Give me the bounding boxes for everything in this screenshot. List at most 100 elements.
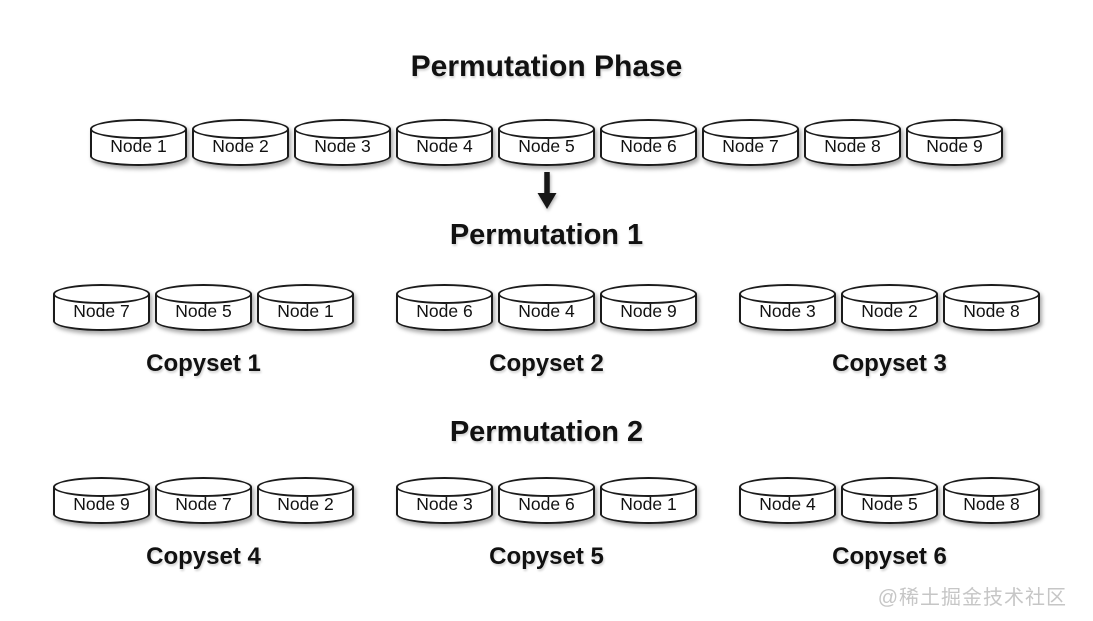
cylinder-top: [294, 119, 391, 139]
cylinder-top: [396, 284, 493, 304]
node-cylinder: Node 1: [90, 119, 187, 166]
copyset-4: Node 9 Node 7 Node 2 Copyset 4: [53, 477, 354, 571]
copyset-1: Node 7 Node 5 Node 1 Copyset 1: [53, 284, 354, 378]
cylinder-top: [192, 119, 289, 139]
node-cylinder: Node 2: [192, 119, 289, 166]
node-label: Node 2: [212, 136, 269, 156]
cylinder-top: [53, 284, 150, 304]
node-cylinder: Node 9: [600, 284, 697, 331]
cylinder-top: [396, 477, 493, 497]
copyset-3-nodes: Node 3 Node 2 Node 8: [739, 284, 1040, 331]
down-arrow-icon: [537, 172, 556, 209]
cylinder-top: [90, 119, 187, 139]
node-label: Node 9: [73, 494, 130, 514]
node-label: Node 4: [759, 494, 816, 514]
node-label: Node 6: [620, 136, 677, 156]
permutation-phase-title: Permutation Phase: [410, 50, 683, 83]
watermark: @稀土掘金技术社区: [877, 587, 1067, 609]
node-cylinder: Node 7: [702, 119, 799, 166]
node-label: Node 7: [73, 301, 130, 321]
node-cylinder: Node 8: [943, 477, 1040, 524]
cylinder-top: [53, 477, 150, 497]
node-cylinder: Node 2: [841, 284, 938, 331]
node-label: Node 8: [963, 494, 1020, 514]
cylinder-top: [943, 477, 1040, 497]
cylinder-top: [498, 284, 595, 304]
node-label: Node 2: [861, 301, 918, 321]
copyset-5: Node 3 Node 6 Node 1 Copyset 5: [396, 477, 697, 571]
permutation-1-title: Permutation 1: [449, 219, 644, 251]
copyset-6: Node 4 Node 5 Node 8 Copyset 6: [739, 477, 1040, 571]
node-cylinder: Node 1: [257, 284, 354, 331]
permutation-phase-node-row: Node 1 Node 2 Node 3 Node 4 Node 5 Node …: [0, 119, 1093, 166]
node-cylinder: Node 5: [155, 284, 252, 331]
node-cylinder: Node 5: [841, 477, 938, 524]
copyset-2-nodes: Node 6 Node 4 Node 9: [396, 284, 697, 331]
node-cylinder: Node 4: [396, 119, 493, 166]
copyset-4-nodes: Node 9 Node 7 Node 2: [53, 477, 354, 524]
permutation-2-copysets: Node 9 Node 7 Node 2 Copyset 4: [0, 477, 1093, 571]
cylinder-top: [498, 119, 595, 139]
node-cylinder: Node 4: [739, 477, 836, 524]
node-label: Node 1: [277, 301, 334, 321]
node-label: Node 5: [861, 494, 918, 514]
cylinder-top: [600, 477, 697, 497]
node-cylinder: Node 5: [498, 119, 595, 166]
node-cylinder: Node 9: [906, 119, 1003, 166]
copyset-3-label: Copyset 3: [832, 350, 947, 377]
cylinder-top: [841, 477, 938, 497]
node-label: Node 3: [314, 136, 371, 156]
node-label: Node 1: [110, 136, 167, 156]
copyset-1-label: Copyset 1: [146, 350, 261, 377]
node-label: Node 4: [518, 301, 575, 321]
node-label: Node 6: [416, 301, 473, 321]
node-cylinder: Node 1: [600, 477, 697, 524]
node-cylinder: Node 3: [739, 284, 836, 331]
cylinder-top: [841, 284, 938, 304]
node-label: Node 5: [175, 301, 232, 321]
copyset-4-label: Copyset 4: [146, 543, 261, 570]
node-label: Node 9: [620, 301, 677, 321]
node-cylinder: Node 9: [53, 477, 150, 524]
node-label: Node 6: [518, 494, 575, 514]
node-label: Node 3: [416, 494, 473, 514]
cylinder-top: [600, 119, 697, 139]
node-label: Node 8: [963, 301, 1020, 321]
node-label: Node 2: [277, 494, 334, 514]
cylinder-top: [498, 477, 595, 497]
node-label: Node 5: [518, 136, 575, 156]
cylinder-top: [804, 119, 901, 139]
cylinder-top: [396, 119, 493, 139]
node-cylinder: Node 6: [498, 477, 595, 524]
cylinder-top: [155, 477, 252, 497]
node-cylinder: Node 6: [600, 119, 697, 166]
node-cylinder: Node 7: [53, 284, 150, 331]
copyset-3: Node 3 Node 2 Node 8 Copyset 3: [739, 284, 1040, 378]
node-label: Node 7: [722, 136, 779, 156]
node-label: Node 1: [620, 494, 677, 514]
node-cylinder: Node 8: [804, 119, 901, 166]
permutation-1-copysets: Node 7 Node 5 Node 1 Copyset 1: [0, 284, 1093, 378]
copyset-6-label: Copyset 6: [832, 543, 947, 570]
copyset-2: Node 6 Node 4 Node 9 Copyset 2: [396, 284, 697, 378]
copyset-5-label: Copyset 5: [489, 543, 604, 570]
node-cylinder: Node 4: [498, 284, 595, 331]
copyset-6-nodes: Node 4 Node 5 Node 8: [739, 477, 1040, 524]
node-label: Node 8: [824, 136, 881, 156]
node-cylinder: Node 6: [396, 284, 493, 331]
cylinder-top: [257, 477, 354, 497]
node-cylinder: Node 2: [257, 477, 354, 524]
cylinder-top: [702, 119, 799, 139]
cylinder-top: [906, 119, 1003, 139]
node-cylinder: Node 3: [396, 477, 493, 524]
cylinder-top: [600, 284, 697, 304]
node-label: Node 3: [759, 301, 816, 321]
node-label: Node 7: [175, 494, 232, 514]
node-label: Node 9: [926, 136, 983, 156]
copyset-2-label: Copyset 2: [489, 350, 604, 377]
copyset-5-nodes: Node 3 Node 6 Node 1: [396, 477, 697, 524]
node-cylinder: Node 8: [943, 284, 1040, 331]
cylinder-top: [739, 284, 836, 304]
cylinder-top: [155, 284, 252, 304]
